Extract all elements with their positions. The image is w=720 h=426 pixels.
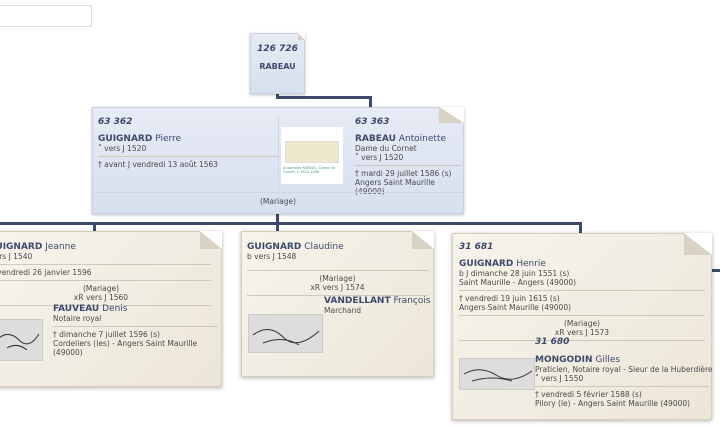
birth: ˚ vers J 1520 [98, 144, 147, 153]
ancestor-card-root[interactable]: 126 726 RABEAU [250, 33, 305, 94]
surname: MONGODIN [535, 355, 593, 365]
surname: RABEAU [355, 134, 396, 144]
sosa-number: 31 680 [535, 337, 570, 347]
connector [276, 92, 279, 99]
connector [710, 269, 720, 272]
signature-image [248, 314, 323, 353]
death: † vendredi 26 janvier 1596 [0, 268, 92, 277]
birth: b J dimanche 28 juin 1551 (s) [459, 269, 570, 278]
wife[interactable]: 63 363 RABEAU Antoinette Dame du Cornet … [355, 117, 461, 196]
family-tree-thumbnail[interactable]: Antoinette RABEAU, Dame du Cornet, c.152… [281, 127, 343, 184]
person-name[interactable]: GUIGNARD Pierre [98, 134, 278, 144]
connector [276, 222, 279, 232]
spouse-name[interactable]: MONGODIN Gilles [535, 355, 709, 365]
death-place: Cordeliers (les) - Angers Saint Maurille… [53, 339, 198, 357]
birth: b vers J 1548 [247, 252, 297, 261]
marriage-label: (Mariage) [82, 284, 120, 293]
child-card[interactable]: GUIGNARD Jeanne b vers J 1540 † vendredi… [0, 231, 222, 387]
connector [276, 212, 279, 224]
person-name: RABEAU [259, 62, 296, 71]
title: Marchand [324, 306, 361, 315]
person-name[interactable]: RABEAU Antoinette [355, 134, 461, 144]
connector [579, 222, 582, 234]
marriage-date: xR vers J 1573 [554, 328, 610, 337]
connector [93, 222, 96, 232]
given-name: Gilles [595, 355, 621, 365]
given-name: Pierre [155, 134, 182, 144]
birth: b vers J 1540 [0, 252, 33, 261]
surname: GUIGNARD [0, 242, 43, 252]
given-name: Denis [102, 304, 128, 314]
connector [276, 96, 372, 99]
sosa-number: 63 363 [355, 117, 390, 127]
death: † dimanche 7 juillet 1596 (s) [53, 330, 160, 339]
surname: GUIGNARD [459, 259, 514, 269]
birth-place: Saint Maurille - Angers (49000) [459, 278, 577, 287]
surname: FAUVEAU [53, 304, 100, 314]
person-name[interactable]: GUIGNARD Jeanne [0, 242, 211, 252]
marriage-date: xR vers J 1560 [73, 293, 129, 302]
title: Notaire royal [53, 314, 102, 323]
surname: VANDELLANT [324, 296, 391, 306]
death-place: Pilory (le) - Angers Saint Maurille (490… [535, 399, 691, 408]
person-name[interactable]: GUIGNARD Claudine [247, 242, 428, 252]
sosa-number: 31 681 [459, 242, 494, 252]
death: † vendredi 5 février 1588 (s) [535, 390, 642, 399]
marriage-date: xR vers J 1574 [310, 283, 365, 292]
search-input[interactable] [0, 5, 92, 27]
given-name: Henrie [516, 259, 546, 269]
signature-image [459, 358, 535, 390]
sosa-number: 126 726 [257, 44, 298, 54]
person-name[interactable]: GUIGNARD Henrie [459, 259, 705, 269]
spouse-name[interactable]: VANDELLANT François [324, 296, 432, 306]
given-name: Jeanne [45, 242, 76, 252]
thumbnail-caption: Antoinette RABEAU, Dame du Cornet, c.152… [283, 166, 335, 174]
surname: GUIGNARD [98, 134, 153, 144]
child-card[interactable]: 31 681 GUIGNARD Henrie b J dimanche 28 j… [452, 233, 713, 420]
death-place: Angers Saint Maurille (49000) [355, 178, 435, 196]
birth: ˚ vers J 1520 [355, 153, 404, 162]
marriage-label: (Mariage) [93, 192, 463, 206]
title: Praticien, Notaire royal - Sieur de la H… [535, 365, 713, 374]
spouse-name[interactable]: FAUVEAU Denis [53, 304, 218, 314]
marriage-label: (Mariage) [563, 319, 601, 328]
husband[interactable]: 63 362 GUIGNARD Pierre ˚ vers J 1520 † a… [98, 117, 278, 169]
title: Dame du Cornet [355, 144, 417, 153]
child-card[interactable]: GUIGNARD Claudine b vers J 1548 (Mariage… [241, 231, 434, 377]
birth: ˚ vers J 1550 [535, 374, 584, 383]
couple-card[interactable]: 63 362 GUIGNARD Pierre ˚ vers J 1520 † a… [92, 107, 464, 214]
sosa-number: 63 362 [98, 117, 133, 127]
marriage-label: (Mariage) [319, 274, 356, 283]
connector [0, 222, 582, 225]
connector [369, 96, 372, 108]
given-name: Claudine [304, 242, 344, 252]
death: † avant J vendredi 13 août 1563 [98, 160, 219, 169]
signature-image [0, 319, 43, 361]
death-place: Angers Saint Maurille (49000) [459, 303, 572, 312]
surname: GUIGNARD [247, 242, 302, 252]
death: † mardi 29 juillet 1586 (s) [355, 169, 452, 178]
given-name: Antoinette [398, 134, 447, 144]
death: † vendredi 19 juin 1615 (s) [459, 294, 560, 303]
given-name: François [393, 296, 431, 306]
